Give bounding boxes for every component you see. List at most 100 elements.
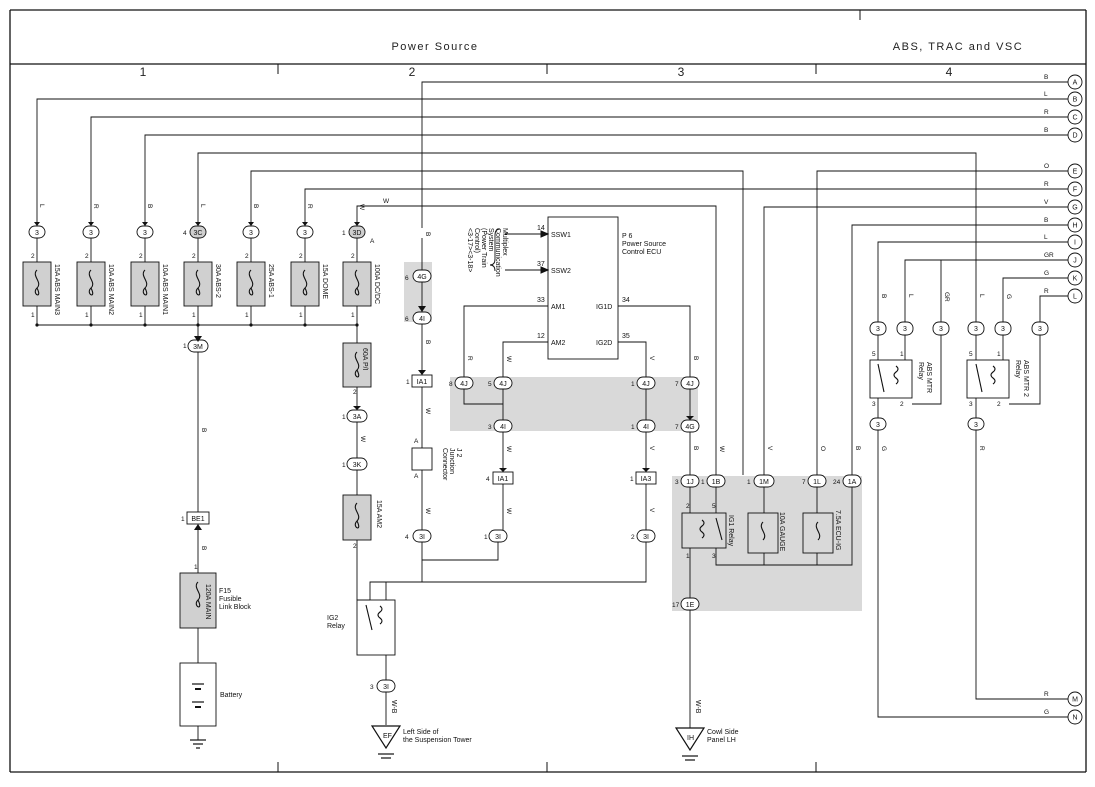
fuse-connector-pin-3: 4: [183, 230, 187, 237]
wire-b-1a: B: [854, 446, 861, 450]
svg-text:2: 2: [997, 401, 1001, 408]
edge-connector-circle-h: [1067, 217, 1083, 233]
wire-l-abs2: L: [978, 294, 985, 298]
ig2-relay-line2: Relay: [327, 623, 345, 630]
fuse-pin-bottom-6: 1: [351, 312, 355, 319]
connector-1l: 1L: [813, 479, 821, 486]
fuse-connector-label-4: 3: [249, 230, 253, 237]
connector-3k: 3K: [353, 462, 362, 469]
fuse-body-5: [290, 261, 320, 307]
wire-r-relay2-out: R: [978, 446, 985, 451]
svg-text:2: 2: [900, 401, 904, 408]
edge-connector-letter-i: I: [1074, 240, 1076, 247]
fuse-body-6: [342, 261, 372, 307]
fuse-label-1: 10A ABS MAIN2: [107, 264, 114, 315]
edge-connector-letter-e: E: [1073, 169, 1078, 176]
edge-wire-color-l: R: [1044, 288, 1049, 295]
edge-connector-letter-h: H: [1072, 223, 1077, 230]
svg-text:2: 2: [631, 534, 635, 541]
fuse-pin-top-2: 2: [139, 253, 143, 260]
fuse-60a-label: 60A P/I: [361, 348, 368, 371]
fuse-120a-label: 120A MAIN: [204, 584, 211, 619]
svg-text:3: 3: [488, 424, 492, 431]
edge-connector-circle-c: [1067, 109, 1083, 125]
svg-text:8: 8: [449, 381, 453, 388]
fuse-arrow-0: [34, 222, 40, 226]
edge-connector-letter-g: G: [1072, 205, 1077, 212]
connector-3-n: 3: [876, 422, 880, 429]
fuse-arrow-1: [88, 222, 94, 226]
column-number-1: 1: [140, 65, 147, 79]
fuse-connector-label-1: 3: [89, 230, 93, 237]
fuse-connector-label-3: 3C: [194, 230, 203, 237]
fuse-pin-bottom-5: 1: [299, 312, 303, 319]
ecu-pin-no-am2: 12: [537, 333, 545, 340]
ecu-ig-fuse-label: 7.5A ECU-IG: [834, 510, 841, 550]
svg-text:6: 6: [405, 316, 409, 323]
fuse-element-4: [248, 269, 254, 296]
svg-text:5: 5: [712, 503, 716, 510]
svg-text:A: A: [414, 473, 419, 480]
connector-4g-lower: 4G: [685, 424, 694, 431]
wire-b-main: B: [200, 428, 207, 432]
connector-3i-c: 3I: [643, 534, 649, 541]
junction-connector-line1: J 2: [455, 448, 462, 457]
ecu-pin-no-ssw2: 37: [537, 261, 545, 268]
abs-mtr-relay-line2: Relay: [917, 362, 924, 380]
ecu-pin-no-ig2d: 35: [622, 333, 630, 340]
fuse-bus-junction-3: [196, 323, 200, 327]
wire-b-ia1: B: [424, 340, 431, 344]
connector-ia1: IA1: [417, 379, 428, 386]
ecu-pin-am1: AM1: [551, 304, 566, 311]
connector-be1: BE1: [191, 516, 204, 523]
ecu-pin-ig1d: IG1D: [596, 304, 612, 311]
svg-text:2: 2: [686, 503, 690, 510]
wire-v-4j: V: [648, 356, 655, 361]
fuse-element-1: [88, 269, 94, 296]
fuse-arrow-2: [142, 222, 148, 226]
edge-wire-color-h: B: [1044, 217, 1048, 224]
svg-text:1: 1: [701, 479, 705, 486]
connector-3-m: 3: [974, 422, 978, 429]
edge-connector-circle-k: [1067, 270, 1083, 286]
fuse-connector-label-2: 3: [143, 230, 147, 237]
edge-connector-letter-d: D: [1072, 133, 1077, 140]
ground-ef-label-line1: Left Side of: [403, 729, 438, 736]
wire-v-ia3: V: [648, 508, 655, 513]
fuse-pin-bottom-1: 1: [85, 312, 89, 319]
fuse-element-2: [142, 269, 148, 296]
svg-text:1: 1: [342, 414, 346, 421]
fuse-body-3: [183, 261, 213, 307]
wire-v-1m: V: [766, 446, 773, 451]
wire-g-abs2: G: [1005, 294, 1012, 299]
fuse-connector-label-0: 3: [35, 230, 39, 237]
connector-3-d: 3: [974, 326, 978, 333]
fuse-body-4: [236, 261, 266, 307]
fuse-arrow-4: [248, 222, 254, 226]
connector-3m: 3M: [193, 344, 203, 351]
fusible-link-line3: Link Block: [219, 604, 251, 611]
svg-text:3: 3: [675, 479, 679, 486]
svg-text:1: 1: [686, 553, 690, 560]
svg-text:3: 3: [872, 401, 876, 408]
multiplex-line6: <3-17><3-18>: [466, 228, 473, 272]
wire-wb-left: W-B: [390, 700, 397, 714]
wire-g-relay-out: G: [880, 446, 887, 451]
wire-r-4j: R: [466, 356, 473, 361]
svg-text:3: 3: [370, 684, 374, 691]
wire-w-4j: W: [505, 356, 512, 363]
multiplex-line2: Communication: [494, 228, 501, 277]
edge-connector-g: GV: [1044, 199, 1083, 215]
fuse-pin-top-5: 2: [299, 253, 303, 260]
ecu-pin-am2: AM2: [551, 340, 566, 347]
edge-connector-circle-g: [1067, 199, 1083, 215]
wire-gr-abs: GR: [943, 292, 950, 302]
edge-wire-color-i: L: [1044, 234, 1048, 241]
multiplex-line5: Control): [473, 228, 480, 253]
connector-4j-c: 4J: [642, 381, 649, 388]
ecu-pin-no-am1: 33: [537, 297, 545, 304]
